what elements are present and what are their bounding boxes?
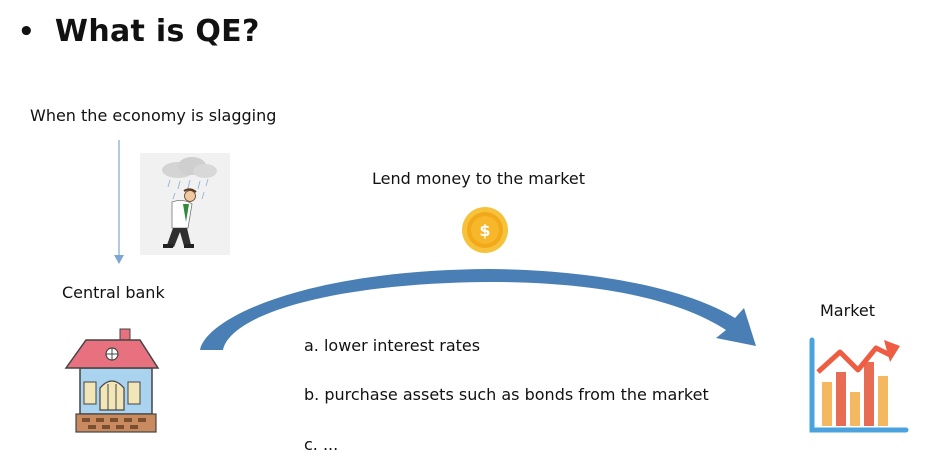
svg-text:$: $ (479, 221, 490, 240)
list-item-a: a. lower interest rates (304, 336, 481, 355)
curved-arrow-icon (200, 269, 756, 350)
sad-man-rain-cloud-icon (140, 153, 230, 255)
bank-house-icon (64, 328, 160, 433)
gold-coin-icon: $ (462, 207, 508, 253)
condition-label: When the economy is slagging (30, 106, 277, 125)
title-text: What is QE? (54, 14, 260, 49)
list-item-c: c. ... (304, 435, 339, 454)
title-bullet: • (18, 16, 35, 47)
down-arrow-icon (114, 140, 124, 264)
action-label: Lend money to the market (372, 169, 586, 188)
slide-title: • What is QE? (18, 14, 260, 49)
market-label: Market (820, 301, 875, 320)
central-bank-label: Central bank (62, 283, 165, 302)
list-item-b: b. purchase assets such as bonds from th… (304, 385, 709, 404)
market-growth-chart-icon (809, 337, 909, 433)
